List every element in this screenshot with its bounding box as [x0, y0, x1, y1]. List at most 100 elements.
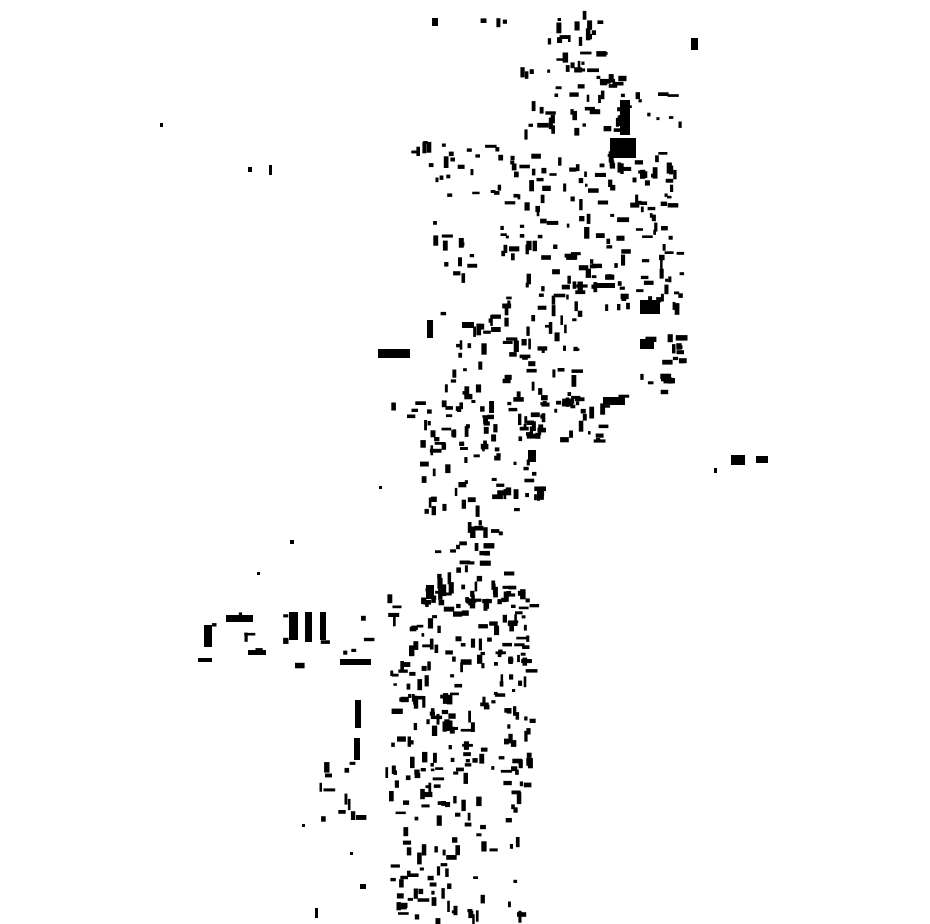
building [663, 378, 675, 384]
building [508, 585, 517, 590]
building [565, 65, 570, 72]
building [515, 712, 520, 720]
building [666, 162, 672, 174]
building [295, 662, 305, 669]
building [378, 349, 410, 358]
building [483, 417, 488, 424]
building [524, 716, 528, 721]
building [523, 423, 527, 428]
building [350, 811, 356, 820]
building [453, 905, 458, 916]
building [478, 638, 482, 651]
building [441, 234, 453, 238]
building [519, 426, 529, 431]
building [509, 844, 513, 849]
building [620, 93, 625, 98]
building [463, 368, 467, 372]
building [714, 468, 717, 473]
building [526, 420, 534, 425]
building [344, 767, 350, 773]
building [654, 222, 658, 232]
building [421, 665, 427, 671]
building [472, 758, 478, 763]
building [430, 445, 434, 456]
building [497, 653, 502, 658]
building [248, 650, 266, 655]
building [540, 194, 545, 204]
building [534, 486, 546, 492]
building [350, 852, 353, 855]
building [640, 169, 646, 179]
building [452, 837, 458, 843]
building [598, 424, 609, 429]
building [584, 171, 587, 177]
building [525, 669, 538, 673]
building [508, 901, 511, 908]
building [464, 565, 468, 573]
building [581, 61, 585, 65]
building [442, 240, 448, 251]
building [475, 910, 479, 922]
building [504, 571, 515, 576]
building [437, 801, 443, 805]
building [442, 693, 449, 704]
building [407, 897, 413, 901]
building [355, 700, 361, 728]
building [413, 888, 418, 899]
building [433, 784, 441, 788]
building [660, 201, 668, 206]
building [590, 259, 594, 264]
building [511, 253, 515, 261]
building [640, 339, 654, 349]
building [525, 598, 530, 603]
building [584, 227, 590, 239]
building [524, 416, 528, 424]
building [461, 273, 466, 283]
building [515, 611, 523, 615]
building [541, 255, 551, 260]
building [393, 683, 397, 686]
building [656, 117, 660, 121]
building [429, 638, 434, 650]
building [435, 177, 439, 183]
building [569, 167, 577, 172]
building [551, 305, 556, 317]
building [513, 879, 518, 883]
building [668, 116, 674, 119]
building [427, 661, 431, 671]
building [502, 642, 512, 647]
building [523, 624, 527, 631]
building [445, 802, 451, 808]
building [640, 373, 644, 380]
building [450, 379, 457, 383]
building [447, 193, 453, 197]
building [587, 20, 593, 30]
building [518, 436, 523, 442]
building [419, 867, 424, 871]
building [290, 540, 294, 544]
building [594, 172, 606, 177]
building [315, 908, 318, 918]
building [591, 275, 597, 279]
building [578, 265, 589, 271]
building [638, 170, 643, 174]
building [521, 339, 527, 346]
building [198, 658, 212, 662]
building [420, 791, 433, 798]
building [670, 184, 674, 192]
building [585, 28, 591, 41]
building [442, 584, 447, 597]
building [541, 167, 547, 174]
building [514, 643, 525, 647]
building [519, 164, 530, 169]
building [616, 235, 625, 241]
building [592, 263, 602, 269]
building [546, 220, 559, 225]
building [511, 766, 518, 772]
building [458, 482, 467, 488]
building [509, 674, 514, 680]
building [441, 443, 447, 450]
building [539, 106, 544, 114]
building [481, 663, 485, 669]
building [459, 402, 463, 410]
